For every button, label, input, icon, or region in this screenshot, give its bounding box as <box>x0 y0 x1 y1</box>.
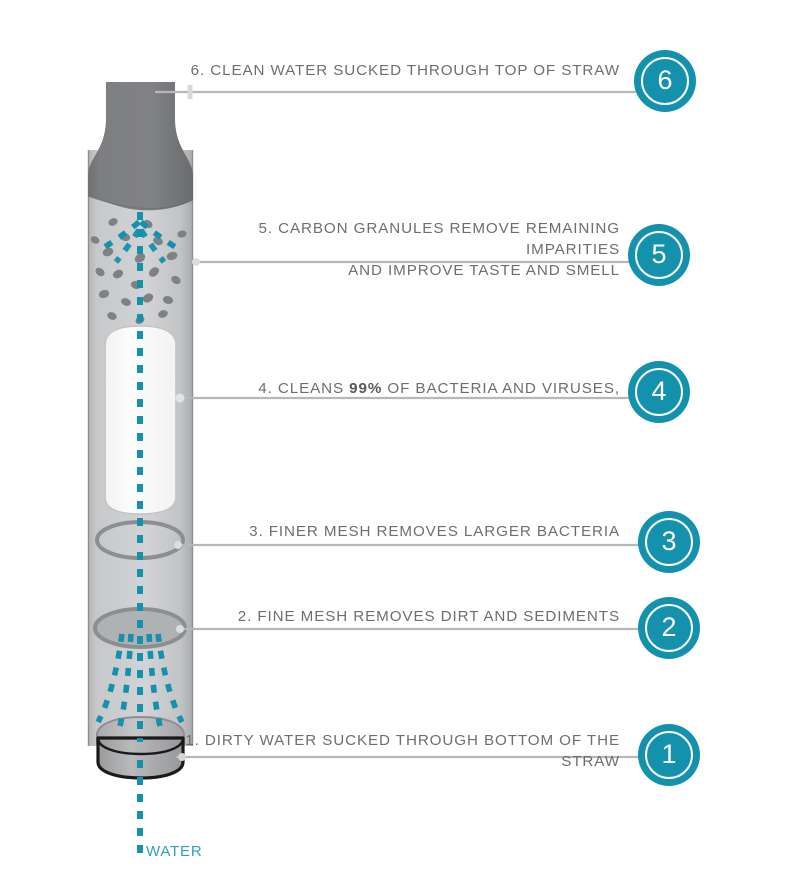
badge-number-1: 1 <box>661 738 677 769</box>
badge-ring-icon <box>641 57 689 105</box>
badge-number-4: 4 <box>651 375 667 406</box>
step-badge-4[interactable]: 4 <box>628 361 690 423</box>
callout-text-2: 2. FINE MESH REMOVES DIRT AND SEDIMENTS <box>237 608 620 625</box>
step-badge-5[interactable]: 5 <box>628 224 690 286</box>
bottom-cap <box>96 715 185 780</box>
badge-ring-icon <box>645 731 693 779</box>
badge-number-3: 3 <box>661 525 677 556</box>
callout-text-5: 5. CARBON GRANULES REMOVE REMAINING IMPA… <box>258 220 620 279</box>
badge-ring-icon <box>635 231 683 279</box>
callout-4-suffix: OF BACTERIA AND VIRUSES, <box>382 380 620 397</box>
step-badge-6[interactable]: 6 <box>634 50 696 112</box>
badge-ring-icon <box>645 604 693 652</box>
carbon-granules <box>90 218 187 325</box>
callout-text-1: 1. DIRTY WATER SUCKED THROUGH BOTTOM OF … <box>185 732 620 770</box>
callout-4-percent: 99% <box>349 380 383 397</box>
callout-4-prefix: 4. CLEANS <box>258 380 350 397</box>
badge-ring-icon <box>645 518 693 566</box>
callout-text-6: 6. CLEAN WATER SUCKED THROUGH TOP OF STR… <box>190 62 620 79</box>
step-badge-2[interactable]: 2 <box>638 597 700 659</box>
leader-lines <box>155 85 642 761</box>
callout-text-3: 3. FINER MESH REMOVES LARGER BACTERIA <box>249 523 620 540</box>
badge-number-2: 2 <box>661 611 677 642</box>
badge-ring-icon <box>635 368 683 416</box>
badge-number-6: 6 <box>657 64 673 95</box>
callout-text-4: 4. CLEANS 99% OF BACTERIA AND VIRUSES, <box>220 378 620 399</box>
water-flow-upper-spray <box>101 219 179 264</box>
water-source-label: WATER <box>146 843 203 860</box>
step-badge-3[interactable]: 3 <box>638 511 700 573</box>
step-badge-1[interactable]: 1 <box>638 724 700 786</box>
badge-number-5: 5 <box>651 238 667 269</box>
